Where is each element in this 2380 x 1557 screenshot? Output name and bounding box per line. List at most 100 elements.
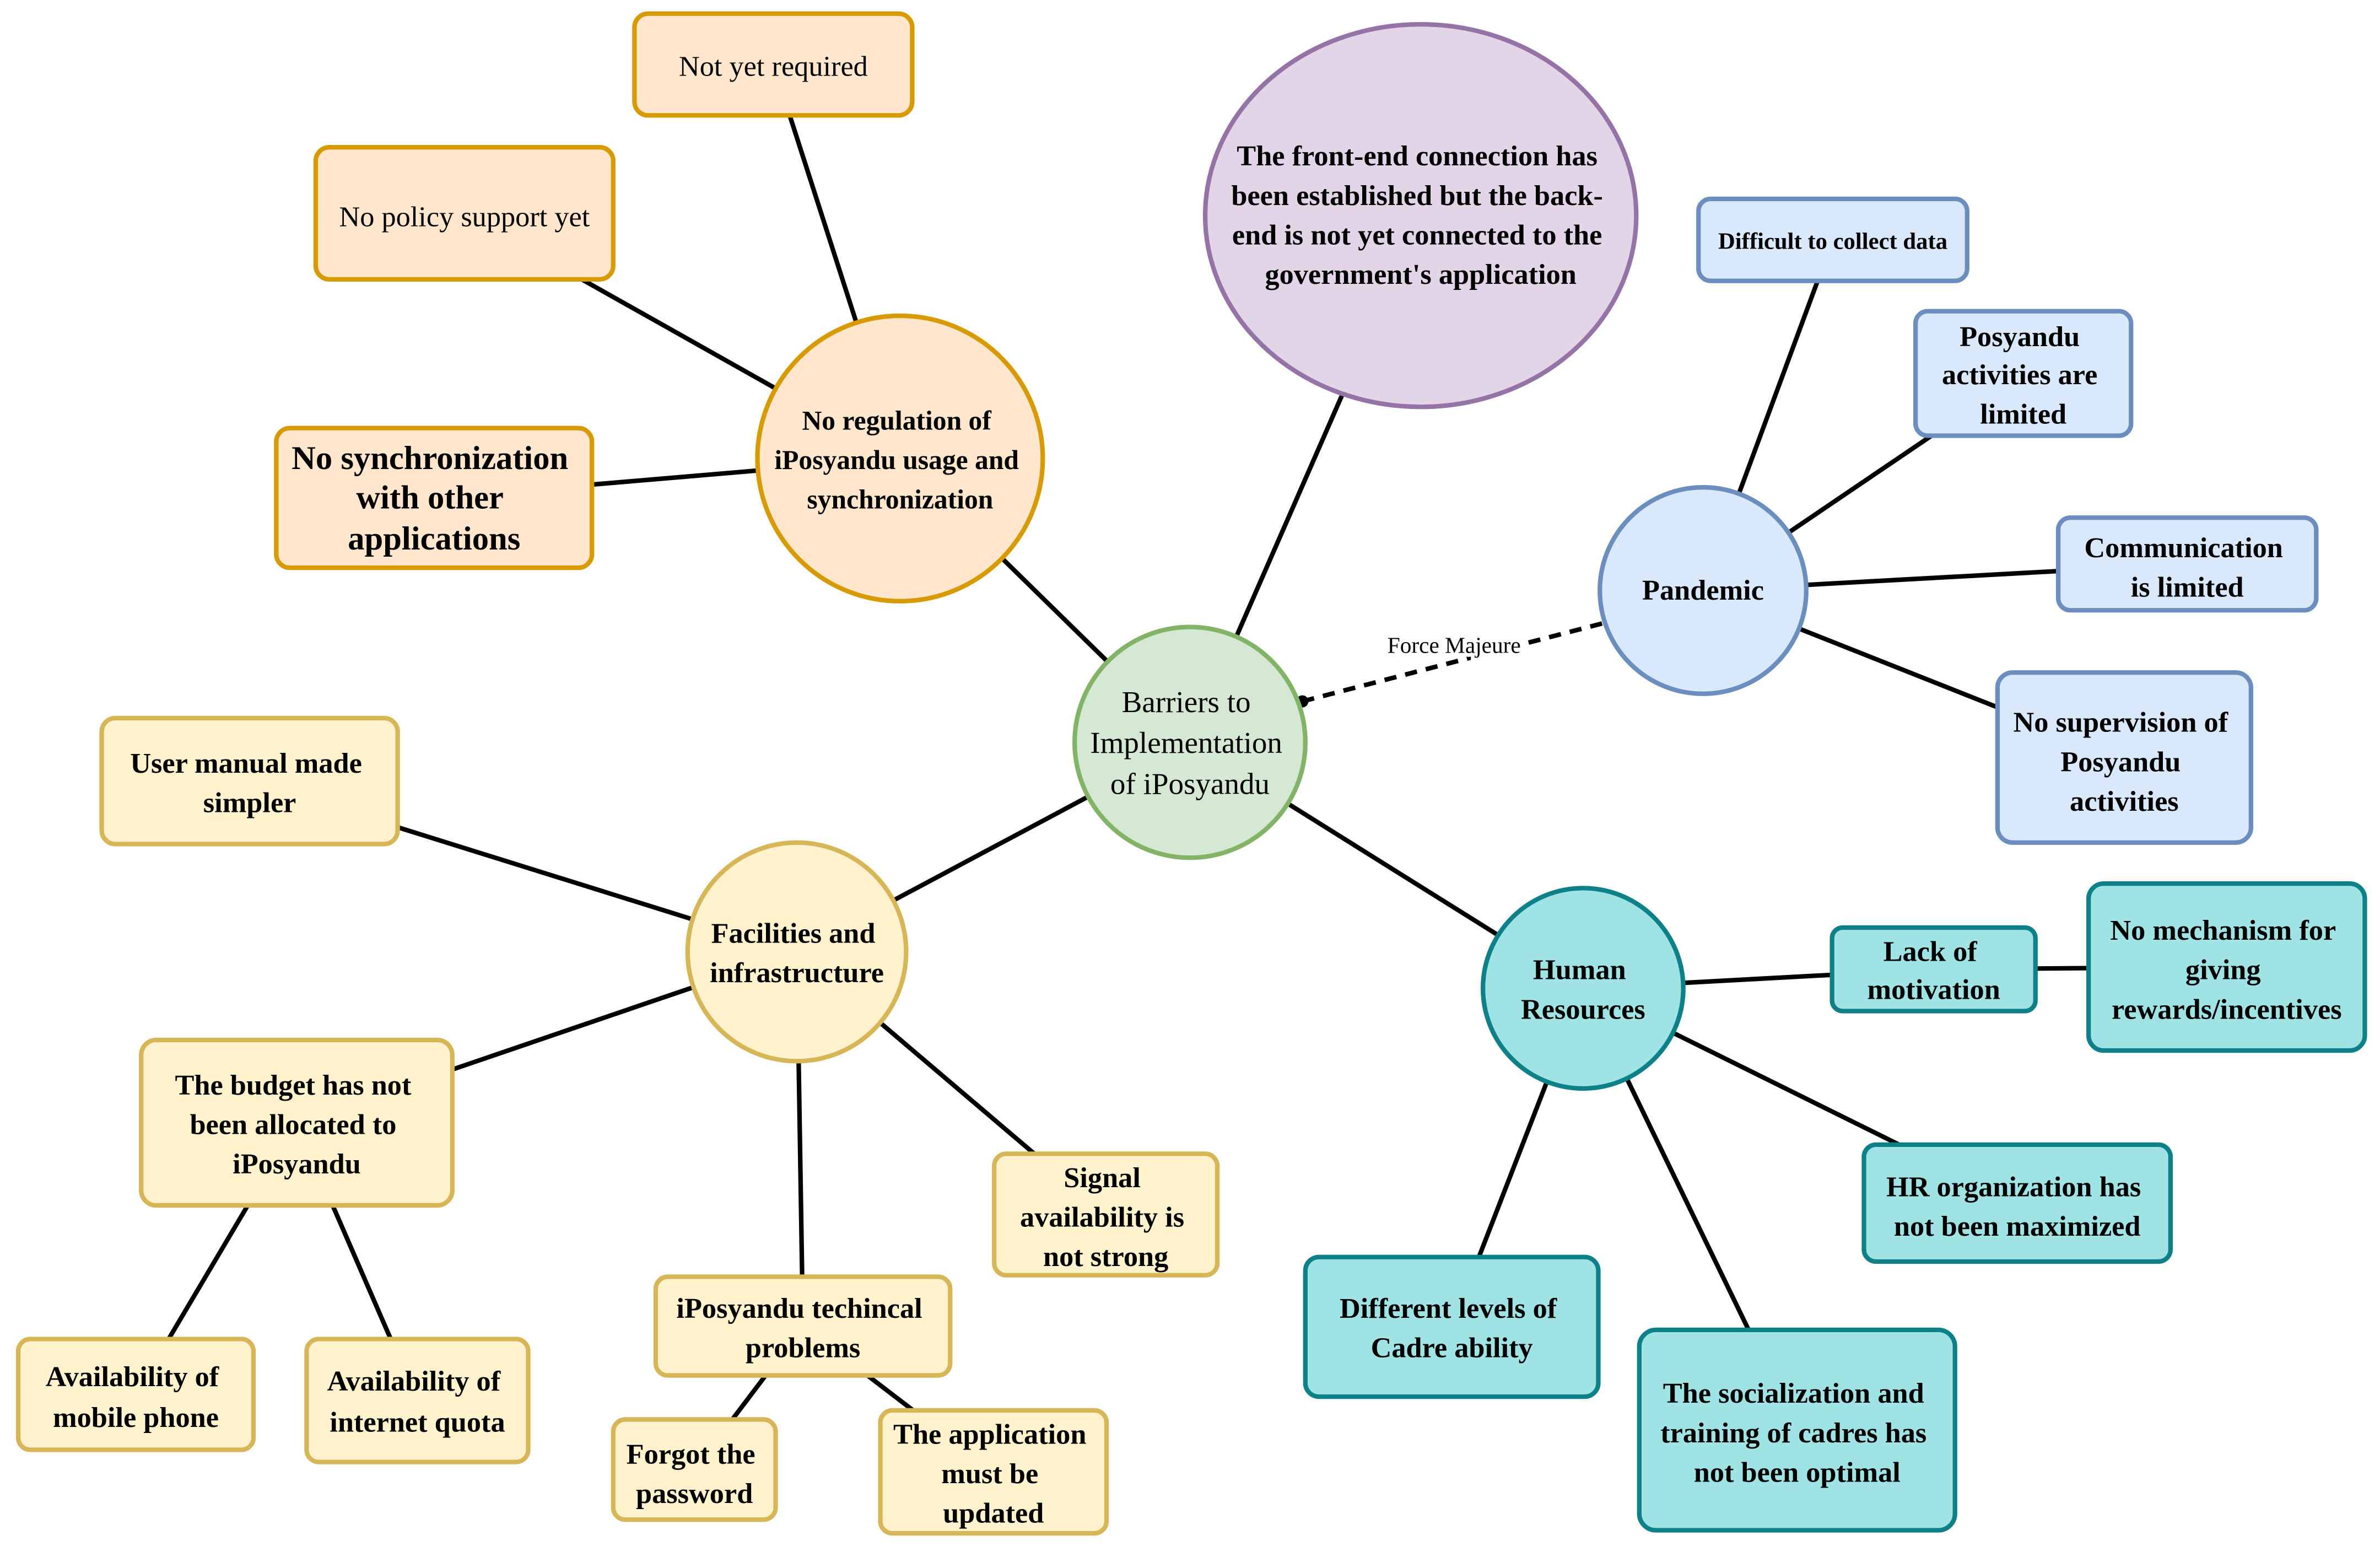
facilities-circle [685,840,909,1064]
no-synchronization-box [274,425,595,570]
communication-limited-box [2055,515,2319,613]
label-line: training of cadres has [1660,1417,1926,1449]
lack-of-motivation-label: Lack of motivation [1868,936,2000,1006]
node-cadre-ability: Different levels of Cadre ability [1303,1254,1601,1399]
label-line: mobile phone [53,1402,219,1434]
signal-availability-box [992,1151,1220,1278]
activities-limited-label: Posyandu activities are limited [1942,321,2104,430]
forgot-password-box [611,1417,778,1522]
label-line: not strong [1043,1241,1168,1273]
label-line: activities [2070,785,2179,817]
cadre-ability-label: Different levels of Cadre ability [1340,1292,1564,1364]
hr-organization-box [1861,1142,2173,1264]
technical-problems-label: iPosyandu techincal problems [676,1292,929,1364]
node-technical-problems: iPosyandu techincal problems [653,1274,953,1378]
label-line: Posyandu [2060,746,2181,778]
mobile-phone-label: Availability of mobile phone [46,1361,226,1434]
communication-limited-label: Communication is limited [2084,532,2290,604]
label-line: Lack of [1884,936,1978,968]
label-line: No mechanism for [2110,914,2336,946]
label-line: Communication [2084,532,2282,564]
label-line: The application [893,1419,1086,1451]
socialization-training-box [1637,1327,1957,1533]
label-line: government's application [1265,258,1576,290]
user-manual-box [99,715,400,847]
force-majeure-connector [1302,618,1613,704]
label-line: updated [943,1497,1044,1529]
no-policy-support-label: No policy support yet [339,201,590,233]
node-no-synchronization: No synchronization with other applicatio… [274,425,595,570]
no-reward-mechanism-box [2086,881,2367,1053]
app-update-box [878,1408,1109,1536]
node-communication-limited: Communication is limited [2055,515,2319,613]
label-line: No supervision of [2014,707,2228,739]
label-line: Barriers to [1122,685,1251,719]
node-facilities: Facilities and infrastructure [685,840,909,1064]
no-synchronization-label: No synchronization with other applicatio… [292,440,576,557]
label-line: rewards/incentives [2112,993,2342,1025]
label-line: simpler [203,787,296,819]
label-line: been allocated to [190,1109,396,1141]
no-regulation-label: No regulation of iPosyandu usage and syn… [774,406,1026,515]
label-line: giving [2185,954,2261,986]
no-reward-mechanism-label: No mechanism for giving rewards/incentiv… [2110,914,2343,1025]
label-line: not been maximized [1894,1210,2141,1242]
internet-quota-box [304,1337,531,1464]
label-line: iPosyandu usage and [774,445,1019,475]
label-line: not been optimal [1694,1456,1901,1488]
label-line: The socialization and [1663,1377,1924,1409]
label-line: with other [356,480,504,516]
label-line: Pandemic [1642,574,1764,606]
node-no-supervision: No supervision of Posyandu activities [1995,670,2254,845]
label-line: User manual made [130,747,362,779]
label-line: must be [941,1458,1038,1490]
label-line: Facilities and [711,918,876,950]
node-no-reward-mechanism: No mechanism for giving rewards/incentiv… [2086,881,2367,1053]
label-line: problems [746,1332,860,1364]
node-hr-organization: HR organization has not been maximized [1861,1142,2173,1264]
front-end-label: The front-end connection has been establ… [1231,140,1610,290]
label-line: availability is [1020,1202,1184,1233]
label-line: The budget has not [175,1069,411,1101]
internet-quota-label: Availability of internet quota [327,1365,508,1438]
front-end-ellipse [1202,21,1639,410]
node-human-resources: Human Resources [1480,886,1686,1091]
label-line: HR organization has [1886,1171,2141,1203]
budget-box [139,1037,455,1208]
node-front-end-connection: The front-end connection has been establ… [1202,21,1639,410]
label-line: iPosyandu techincal [676,1292,922,1324]
label-line: of iPosyandu [1110,767,1270,801]
not-yet-required-label: Not yet required [679,51,868,83]
hr-organization-label: HR organization has not been maximized [1886,1171,2148,1243]
label-line: password [636,1478,753,1510]
lack-of-motivation-box [1829,925,2038,1014]
label-line: iPosyandu [233,1148,361,1180]
technical-problems-box [653,1274,953,1378]
label-line: Not yet required [679,51,868,83]
label-line: Implementation [1090,726,1282,759]
center-label: Barriers to Implementation of iPosyandu [1090,685,1290,801]
label-line: No regulation of [802,406,992,436]
user-manual-label: User manual made simpler [130,747,369,819]
activities-limited-box [1913,309,2134,438]
node-pandemic: Pandemic [1598,485,1809,696]
no-policy-support-box [313,145,616,282]
not-yet-required-box [632,11,915,118]
label-line: No policy support yet [339,201,590,233]
label-line: end is not yet connected to the [1232,219,1602,251]
no-supervision-label: No supervision of Posyandu activities [2014,707,2236,817]
cadre-ability-box [1303,1254,1601,1399]
signal-availability-label: Signal availability is not strong [1020,1162,1191,1273]
label-line: internet quota [330,1406,505,1438]
center-circle [1072,624,1308,860]
node-lack-of-motivation: Lack of motivation [1829,925,2038,1014]
label-line: Availability of [46,1361,219,1393]
label-line: Human [1533,954,1626,986]
label-line: Cadre ability [1371,1332,1533,1364]
label-line: Difficult to collect data [1718,229,1947,255]
node-app-update: The application must be updated [878,1408,1109,1536]
no-regulation-circle [755,313,1045,604]
force-majeure-label: Force Majeure [1388,632,1521,658]
label-line: synchronization [807,484,993,515]
